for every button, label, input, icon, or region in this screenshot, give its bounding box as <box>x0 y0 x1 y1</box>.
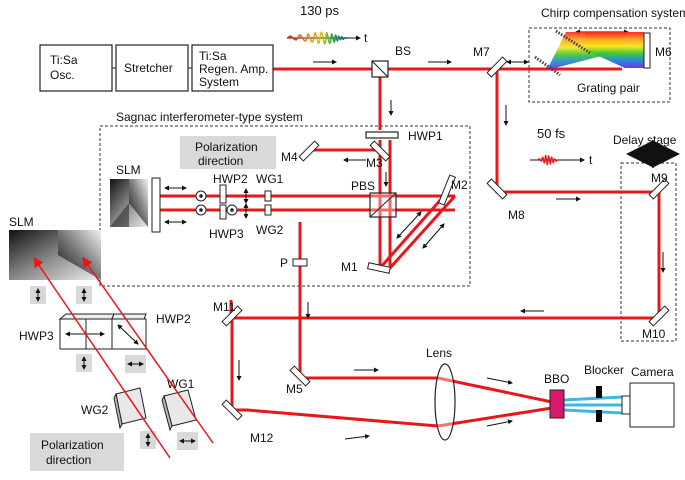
inset-wedges <box>113 387 197 432</box>
lens <box>434 363 456 441</box>
delay-stage-box <box>620 162 677 342</box>
sagnac-system-box <box>99 125 471 287</box>
lens-label: Lens <box>426 346 452 360</box>
m6-label: M6 <box>655 45 672 59</box>
inset-pol-line2: direction <box>46 453 91 467</box>
pulse-130-label: 130 ps <box>300 3 340 18</box>
stretcher-box <box>115 44 189 92</box>
grating-2 <box>534 55 561 77</box>
regen-line2: Regen. Amp. <box>199 62 268 76</box>
m12-label: M12 <box>250 431 274 445</box>
inset-slm-label: SLM <box>9 215 34 229</box>
hwp3-label: HWP3 <box>209 227 244 241</box>
m4-label: M4 <box>281 150 298 164</box>
chirp-compensation-box <box>528 27 671 103</box>
chirped-pulse-130ps: 130 ps t <box>287 3 368 45</box>
polarization-box-top <box>180 136 276 169</box>
wg2-element <box>264 204 272 216</box>
regen-line1: Ti:Sa <box>199 49 227 63</box>
mirror-labels: M7 M3 M4 M2 M1 M8 M9 M10 M11 M5 M12 <box>213 45 668 445</box>
pulse-50-label: 50 fs <box>537 126 566 141</box>
delay-stage-label: Delay stage <box>613 133 677 147</box>
short-pulse-50fs: 50 fs t <box>530 126 593 167</box>
bs-label: BS <box>395 44 411 58</box>
inset-waveplates <box>58 313 147 350</box>
mirror-m10 <box>648 305 670 327</box>
pol-dir-line1: Polarization <box>195 140 258 154</box>
mirror-m5 <box>289 365 311 387</box>
inset-slm <box>9 230 101 280</box>
m5-label: M5 <box>286 382 303 396</box>
m11-label: M11 <box>213 300 236 314</box>
wg2-label: WG2 <box>256 223 284 237</box>
mirror-m1 <box>367 262 391 274</box>
mirror-m11 <box>221 305 243 327</box>
inset-red-arrows <box>33 256 214 459</box>
polarization-box-bottom <box>30 433 124 471</box>
regen-amp-box <box>191 44 274 92</box>
inset-hwp2-label: HWP2 <box>156 312 191 326</box>
mirror-m12 <box>221 399 243 421</box>
hwp2-label: HWP2 <box>213 172 248 186</box>
mirror-m2 <box>437 174 457 206</box>
mirror-m9 <box>648 178 670 200</box>
chirp-title: Chirp compensation system <box>541 6 685 20</box>
m9-label: M9 <box>651 171 668 185</box>
osc-line1: Ti:Sa <box>50 53 78 67</box>
grating-1 <box>555 29 591 55</box>
inset-pol-line1: Polarization <box>41 438 104 452</box>
slm-label: SLM <box>116 163 141 177</box>
pbs-label: PBS <box>351 179 375 193</box>
blocker-label: Blocker <box>584 363 624 377</box>
inset-wg2-label: WG2 <box>81 403 109 417</box>
grating-pair <box>534 29 644 77</box>
pol-symbols <box>195 188 249 219</box>
blocker-top <box>596 386 602 398</box>
inset-hwp3-label: HWP3 <box>19 329 54 343</box>
slm-panel <box>110 179 148 227</box>
bbo-label: BBO <box>544 372 569 386</box>
bbo-crystal <box>549 389 565 419</box>
p-label: P <box>280 256 288 270</box>
m1-label: M1 <box>341 260 358 274</box>
wg1-element <box>264 190 272 202</box>
m3-label: M3 <box>366 156 383 170</box>
pulse-130-t: t <box>364 31 368 45</box>
m10-label: M10 <box>642 327 666 341</box>
mirror-m3 <box>369 140 391 162</box>
hwp3-element <box>219 204 227 220</box>
laser-chain: Ti:Sa Osc. Stretcher Ti:Sa Regen. Amp. S… <box>39 44 274 92</box>
shg-beams <box>563 395 623 415</box>
hwp1-label: HWP1 <box>408 129 443 143</box>
m7-label: M7 <box>473 45 490 59</box>
blocker-bottom <box>596 410 602 422</box>
wg1-label: WG1 <box>256 172 284 186</box>
hwp2-element <box>219 184 227 204</box>
hwp1 <box>365 131 399 139</box>
ti-sa-oscillator-box <box>39 44 113 92</box>
m8-label: M8 <box>508 208 525 222</box>
stretcher-label: Stretcher <box>124 61 173 75</box>
camera-label: Camera <box>631 365 674 379</box>
sagnac-title: Sagnac interferometer-type system <box>116 110 303 124</box>
slm-mirror-plate <box>151 177 161 233</box>
mirror-m8 <box>486 178 508 200</box>
osc-line2: Osc. <box>50 68 75 82</box>
regen-line3: System <box>199 75 239 89</box>
pulse-50-t: t <box>589 153 593 167</box>
mirrors <box>221 56 670 421</box>
grating-pair-label: Grating pair <box>577 81 640 95</box>
pol-dir-line2: direction <box>198 154 243 168</box>
camera <box>621 382 675 428</box>
mirror-m7 <box>486 56 508 78</box>
m2-label: M2 <box>451 178 468 192</box>
polarizer-p <box>292 258 308 267</box>
mirror-m4 <box>298 140 320 162</box>
mirror-m6 <box>643 32 651 69</box>
inset-gray-arrow-boxes <box>30 286 198 450</box>
